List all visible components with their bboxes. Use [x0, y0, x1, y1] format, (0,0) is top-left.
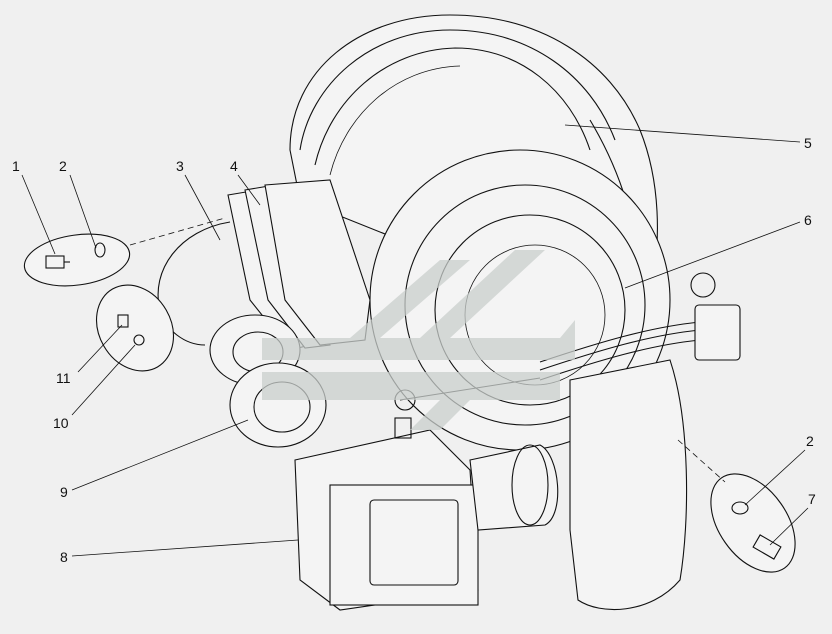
callout-labels: 1 2 3 4 5 6 11 10 9 8 2 7 [12, 135, 816, 565]
callout-11: 11 [56, 370, 71, 386]
callout-2-left: 2 [59, 158, 67, 174]
callout-8: 8 [60, 549, 68, 565]
callout-5: 5 [804, 135, 812, 151]
detail-callout-mid [96, 284, 174, 372]
callout-3: 3 [176, 158, 184, 174]
outlet-elbow [569, 359, 688, 611]
detail-callout-left [23, 217, 226, 287]
callout-2-right: 2 [806, 433, 814, 449]
leader-lines [21, 124, 809, 557]
detail-callout-right [677, 439, 796, 573]
gearbox [294, 429, 479, 611]
bracket-plates [227, 179, 371, 351]
shaft-coupling [469, 444, 559, 531]
callout-4: 4 [230, 158, 238, 174]
callout-10: 10 [53, 415, 69, 431]
callout-9: 9 [60, 484, 68, 500]
watermark-logo [262, 250, 575, 430]
callout-7: 7 [808, 491, 816, 507]
callout-1: 1 [12, 158, 20, 174]
callout-6: 6 [804, 212, 812, 228]
